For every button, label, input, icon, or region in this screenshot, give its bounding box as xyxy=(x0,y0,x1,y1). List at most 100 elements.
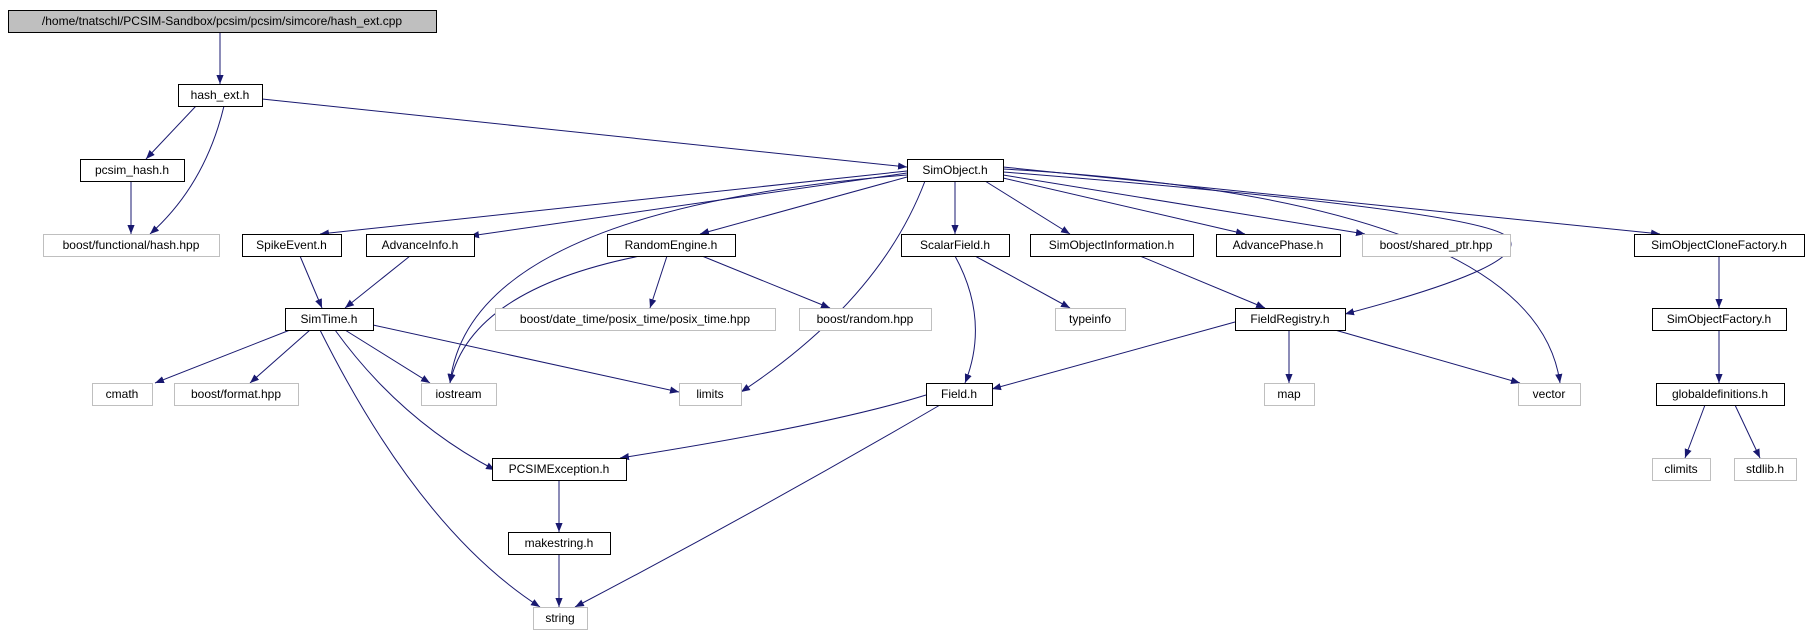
node-box-makestring xyxy=(508,532,611,555)
node-label-iostream: iostream xyxy=(435,387,481,401)
node-hash_ext[interactable]: hash_ext.h xyxy=(178,84,263,107)
node-simobjfactory[interactable]: SimObjectFactory.h xyxy=(1652,308,1787,331)
nodes-layer: /home/tnatschl/PCSIM-Sandbox/pcsim/pcsim… xyxy=(8,10,1805,630)
node-box-simobject xyxy=(907,159,1004,182)
node-stdlib: stdlib.h xyxy=(1734,458,1797,481)
node-simobject[interactable]: SimObject.h xyxy=(907,159,1004,182)
edge-simobject-to-iostream xyxy=(447,174,908,384)
node-box-advanceinfo xyxy=(366,234,475,257)
node-label-limits: limits xyxy=(696,387,723,401)
node-boost_hash: boost/functional/hash.hpp xyxy=(43,234,220,257)
node-simtime[interactable]: SimTime.h xyxy=(285,308,374,331)
edge-spikeevent-to-simtime xyxy=(299,255,323,309)
node-box-shared_ptr xyxy=(1362,234,1511,257)
edge-fieldregistry-to-vector xyxy=(1334,329,1521,384)
node-label-typeinfo: typeinfo xyxy=(1069,312,1111,326)
node-advanceinfo[interactable]: AdvanceInfo.h xyxy=(366,234,475,257)
node-box-scalarfield xyxy=(901,234,1010,257)
node-shared_ptr: boost/shared_ptr.hpp xyxy=(1362,234,1511,257)
node-randomengine[interactable]: RandomEngine.h xyxy=(607,234,736,257)
node-label-boost_format: boost/format.hpp xyxy=(191,387,281,401)
node-label-cmath: cmath xyxy=(106,387,139,401)
node-label-boost_hash: boost/functional/hash.hpp xyxy=(63,238,200,252)
node-label-makestring: makestring.h xyxy=(525,536,594,550)
node-makestring[interactable]: makestring.h xyxy=(508,532,611,555)
edge-fieldregistry-to-field xyxy=(991,321,1236,391)
node-boost_random: boost/random.hpp xyxy=(799,308,932,331)
edge-simobject-to-spikeevent xyxy=(319,170,908,237)
node-map: map xyxy=(1264,383,1315,406)
node-box-string xyxy=(533,607,588,630)
edge-advanceinfo-to-simtime xyxy=(344,255,411,309)
node-label-advancephase: AdvancePhase.h xyxy=(1233,238,1324,252)
node-label-pcsim_hash: pcsim_hash.h xyxy=(95,163,169,177)
node-box-pcsimexception xyxy=(492,458,627,481)
edge-randomengine-to-boost_random xyxy=(701,255,831,309)
edge-simtime-to-cmath xyxy=(154,329,291,384)
node-advancephase[interactable]: AdvancePhase.h xyxy=(1216,234,1341,257)
edge-simtime-to-iostream xyxy=(344,329,431,384)
node-box-clonefactory xyxy=(1634,234,1805,257)
edge-hash_ext-to-pcsim_hash xyxy=(145,105,197,160)
node-fieldregistry[interactable]: FieldRegistry.h xyxy=(1235,308,1346,331)
node-box-iostream xyxy=(421,383,497,406)
edge-simobject-to-limits xyxy=(740,180,926,393)
node-label-simobjfactory: SimObjectFactory.h xyxy=(1667,312,1771,326)
edge-field-to-string xyxy=(574,404,941,608)
node-limits: limits xyxy=(679,383,742,406)
node-label-simtime: SimTime.h xyxy=(301,312,358,326)
node-simobjinfo[interactable]: SimObjectInformation.h xyxy=(1030,234,1194,257)
node-iostream: iostream xyxy=(421,383,497,406)
node-box-globaldefs xyxy=(1656,383,1785,406)
node-pcsim_hash[interactable]: pcsim_hash.h xyxy=(80,159,185,182)
node-string: string xyxy=(533,607,588,630)
edge-simobjinfo-to-fieldregistry xyxy=(1139,255,1266,309)
edge-simobject-to-vector xyxy=(1002,168,1563,384)
node-field[interactable]: Field.h xyxy=(926,383,993,406)
node-box-advancephase xyxy=(1216,234,1341,257)
node-box-simtime xyxy=(285,308,374,331)
node-box-map xyxy=(1264,383,1315,406)
node-label-map: map xyxy=(1277,387,1301,401)
edges-layer xyxy=(127,32,1761,608)
node-label-string: string xyxy=(545,611,574,625)
node-box-vector xyxy=(1518,383,1581,406)
node-clonefactory[interactable]: SimObjectCloneFactory.h xyxy=(1634,234,1805,257)
node-box-field xyxy=(926,383,993,406)
node-globaldefs[interactable]: globaldefinitions.h xyxy=(1656,383,1785,406)
node-box-simobjfactory xyxy=(1652,308,1787,331)
node-typeinfo: typeinfo xyxy=(1055,308,1126,331)
node-box-randomengine xyxy=(607,234,736,257)
node-scalarfield[interactable]: ScalarField.h xyxy=(901,234,1010,257)
node-spikeevent[interactable]: SpikeEvent.h xyxy=(242,234,342,257)
node-box-stdlib xyxy=(1734,458,1797,481)
node-box-cmath xyxy=(92,383,153,406)
node-box-root xyxy=(8,10,437,33)
node-root[interactable]: /home/tnatschl/PCSIM-Sandbox/pcsim/pcsim… xyxy=(8,10,437,33)
edge-hash_ext-to-boost_hash xyxy=(149,105,225,235)
node-box-hash_ext xyxy=(178,84,263,107)
node-label-scalarfield: ScalarField.h xyxy=(920,238,990,252)
node-label-root: /home/tnatschl/PCSIM-Sandbox/pcsim/pcsim… xyxy=(42,14,402,28)
node-box-boost_hash xyxy=(43,234,220,257)
node-box-pcsim_hash xyxy=(80,159,185,182)
edge-simtime-to-limits xyxy=(372,324,680,394)
node-pcsimexception[interactable]: PCSIMException.h xyxy=(492,458,627,481)
node-box-climits xyxy=(1652,458,1711,481)
node-climits: climits xyxy=(1652,458,1711,481)
node-label-field: Field.h xyxy=(941,387,977,401)
edge-simobject-to-advancephase xyxy=(1002,177,1246,236)
node-vector: vector xyxy=(1518,383,1581,406)
edge-simtime-to-boost_format xyxy=(249,329,311,384)
node-box-fieldregistry xyxy=(1235,308,1346,331)
edge-globaldefs-to-climits xyxy=(1684,404,1706,459)
node-box-boost_format xyxy=(174,383,299,406)
edge-simtime-to-string xyxy=(319,329,541,608)
node-label-simobject: SimObject.h xyxy=(922,163,987,177)
edge-simobject-to-randomengine xyxy=(699,176,908,236)
edge-globaldefs-to-stdlib xyxy=(1734,404,1761,459)
node-box-boost_random xyxy=(799,308,932,331)
node-boost_format: boost/format.hpp xyxy=(174,383,299,406)
node-box-typeinfo xyxy=(1055,308,1126,331)
node-label-pcsimexception: PCSIMException.h xyxy=(509,462,610,476)
